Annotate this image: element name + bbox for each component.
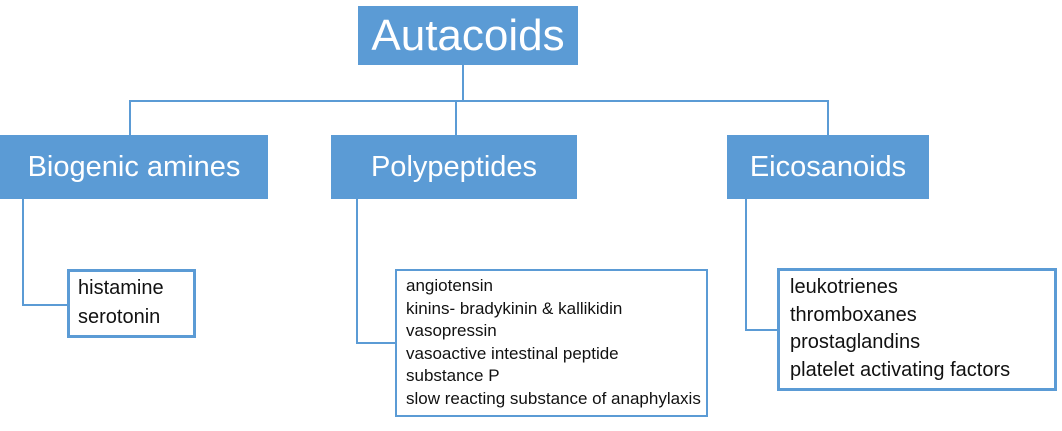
list-item: platelet activating factors bbox=[790, 358, 1011, 381]
list-eicosanoids: leukotrienes thromboxanes prostaglandins… bbox=[777, 268, 1057, 391]
list-item: kinins- bradykinin & kallikidin bbox=[406, 298, 623, 318]
list-item: vasoactive intestinal peptide bbox=[406, 343, 619, 363]
connector-leaf-eicosanoids bbox=[745, 199, 777, 331]
node-biogenic-amines: Biogenic amines bbox=[0, 135, 268, 199]
connector-leaf-biogenic bbox=[22, 199, 67, 306]
connector-leaf-polypeptides bbox=[356, 199, 395, 344]
list-item: slow reacting substance of anaphylaxis bbox=[406, 388, 701, 408]
list-biogenic-amines: histamine serotonin bbox=[67, 269, 196, 338]
node-polypeptides: Polypeptides bbox=[331, 135, 577, 199]
list-polypeptides: angiotensin kinins- bradykinin & kalliki… bbox=[395, 269, 708, 417]
node-autacoids: Autacoids bbox=[358, 6, 578, 65]
list-item: angiotensin bbox=[406, 276, 493, 295]
list-item: histamine bbox=[78, 277, 164, 299]
list-item: substance P bbox=[406, 366, 500, 385]
node-eicosanoids: Eicosanoids bbox=[727, 135, 929, 199]
list-item: vasopressin bbox=[406, 321, 497, 340]
list-item: leukotrienes bbox=[790, 276, 898, 298]
list-item: thromboxanes bbox=[790, 303, 917, 326]
list-item: serotonin bbox=[78, 306, 161, 328]
list-item: prostaglandins bbox=[790, 331, 921, 353]
